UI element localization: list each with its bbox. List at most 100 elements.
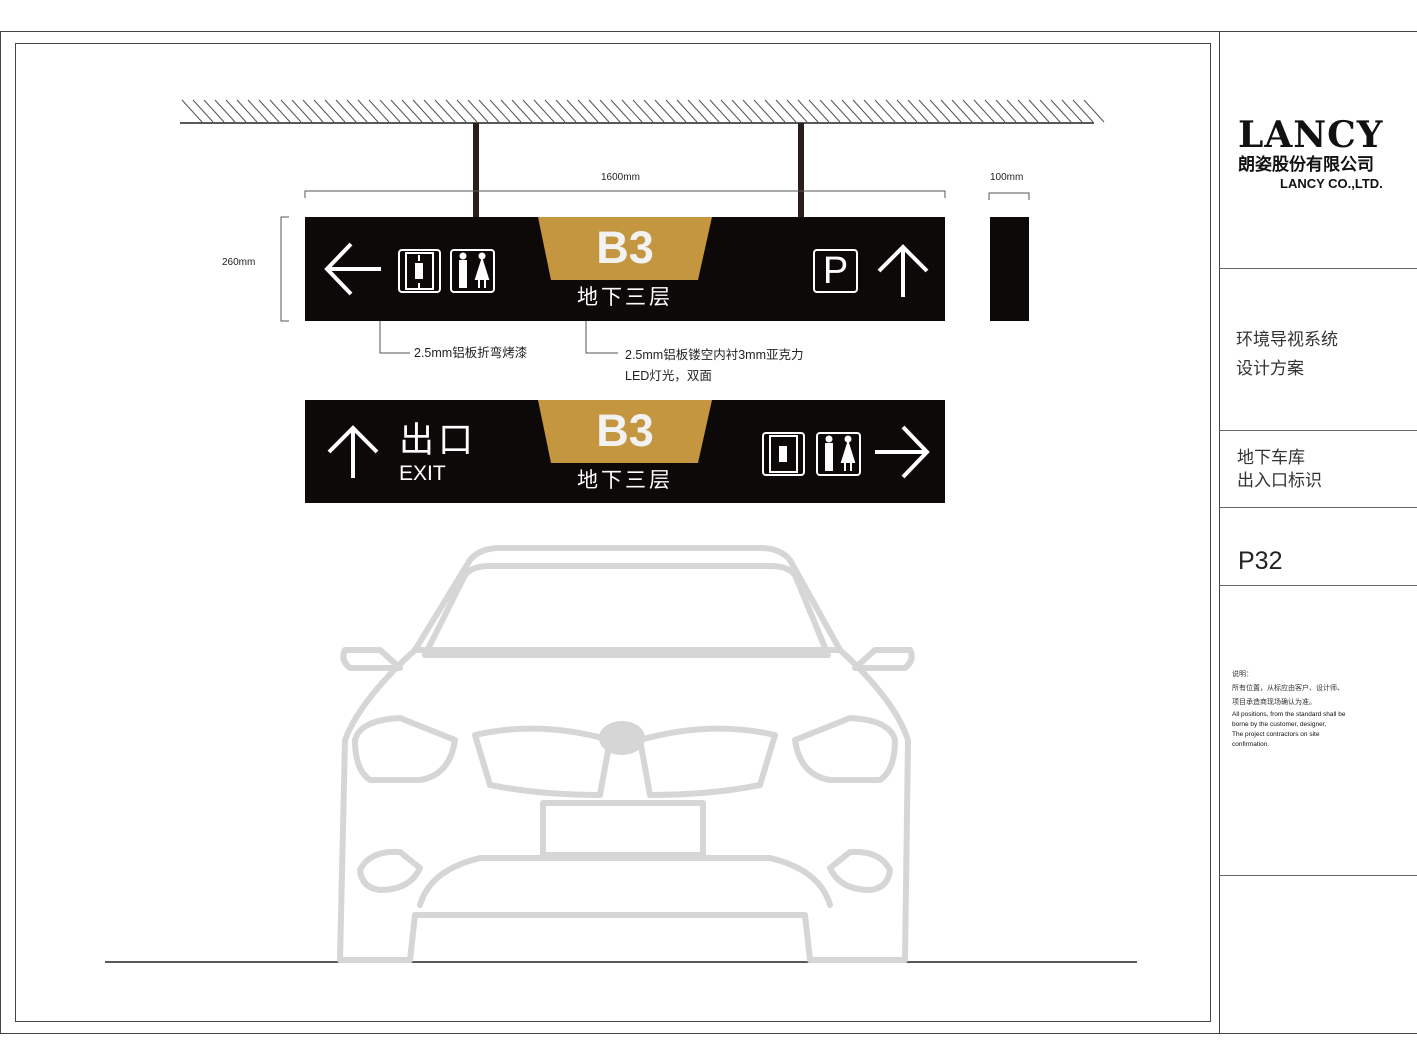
hatch-line [841,99,863,123]
hatch-line [1039,99,1061,123]
hatch-line [203,99,225,123]
project-title: 环境导视系统 设计方案 [1236,325,1338,383]
hatch-line [357,99,379,123]
titleblock-divider [1219,31,1220,1033]
hatch-line [819,99,841,123]
hatch-line [797,99,819,123]
hatch-line [577,99,599,123]
hatch-line [423,99,445,123]
hatch-line [1028,99,1050,123]
hatch-line [654,99,676,123]
hatch-line [192,99,214,123]
remark-line: confirmation. [1232,741,1270,748]
hatch-line [687,99,709,123]
hatch-line [335,99,357,123]
material-note-2: 2.5mm铝板镂空内衬3mm亚克力 LED灯光，双面 [625,345,803,387]
hatch-line [874,99,896,123]
hanging-rod [473,123,479,217]
remark-line: 说明： [1232,671,1253,678]
parking-letter: P [822,250,849,292]
hatch-line [885,99,907,123]
up-arrow-icon [327,425,379,478]
hatch-line [313,99,335,123]
hatch-line [775,99,797,123]
hatch-line [731,99,753,123]
hatch-line [830,99,852,123]
page-number: P32 [1238,547,1283,575]
hatch-line [676,99,698,123]
hatch-line [522,99,544,123]
material-note-1: 2.5mm铝板折弯烤漆 [414,346,528,360]
hatch-line [907,99,929,123]
hatch-line [291,99,313,123]
hatch-line [962,99,984,123]
hatch-line [852,99,874,123]
hatch-line [951,99,973,123]
hatch-line [1061,99,1083,123]
hatch-line [467,99,489,123]
hatch-line [995,99,1017,123]
hatch-line [896,99,918,123]
hatch-line [379,99,401,123]
hatch-line [1072,99,1094,123]
hatch-line [863,99,885,123]
right-arrow-icon [875,425,930,479]
hatch-line [621,99,643,123]
gold-badge [538,217,712,280]
hatch-line [599,99,621,123]
section-title: 地下车库 出入口标识 [1237,446,1322,492]
hatch-line [478,99,500,123]
restroom-icon [816,432,861,476]
hatch-line [434,99,456,123]
hatch-line [280,99,302,123]
hatch-line [181,99,203,123]
hatch-line [401,99,423,123]
divider [1219,507,1417,508]
hatch-line [709,99,731,123]
remark-line: The project contractors on site [1232,731,1320,738]
hatch-line [1017,99,1039,123]
elevator-icon [762,432,805,476]
drawing-frame [15,43,1211,1022]
project-line: 环境导视系统 [1236,330,1338,349]
hatch-line [742,99,764,123]
restroom-icon [450,249,495,293]
hatch-line [566,99,588,123]
exit-label-en: EXIT [399,462,446,485]
hatch-line [1006,99,1028,123]
hanging-rod [798,123,804,217]
car-outline [337,545,915,963]
brand-logo: LANCY [1238,114,1384,156]
hatch-line [346,99,368,123]
hatch-line [269,99,291,123]
hatch-line [500,99,522,123]
level-name: 地下三层 [577,469,673,492]
hatch-line [808,99,830,123]
sign-back-view: 出口 EXIT B3 地下三层 [305,400,945,503]
dimension-lines [280,190,1030,354]
elevator-icon [398,249,441,293]
hatch-line [236,99,258,123]
divider [1219,875,1417,876]
company-cn: 朗姿股份有限公司 [1238,155,1374,174]
hatch-line [533,99,555,123]
section-line: 地下车库 [1237,448,1305,467]
note-line: 2.5mm铝板镂空内衬3mm亚克力 [625,348,804,362]
outer-frame [0,31,1417,1034]
hatch-line [973,99,995,123]
hatch-line [489,99,511,123]
divider [1219,430,1417,431]
up-arrow-icon [877,244,929,297]
dim-depth-label: 100mm [990,172,1024,183]
hatch-line [643,99,665,123]
sign-graphics [327,400,930,479]
sign-front-view: P B3 地下三层 [305,217,945,321]
exit-label-cn: 出口 [399,421,478,460]
hatch-line [511,99,533,123]
remarks: 说明： 所有位置，从标应由客户、设计师、 项目承造商现场确认为准。 All po… [1232,668,1345,750]
dim-height-label: 260mm [222,257,256,268]
hatch-line [302,99,324,123]
hatch-line [698,99,720,123]
remark-line: 所有位置，从标应由客户、设计师、 [1232,685,1344,692]
